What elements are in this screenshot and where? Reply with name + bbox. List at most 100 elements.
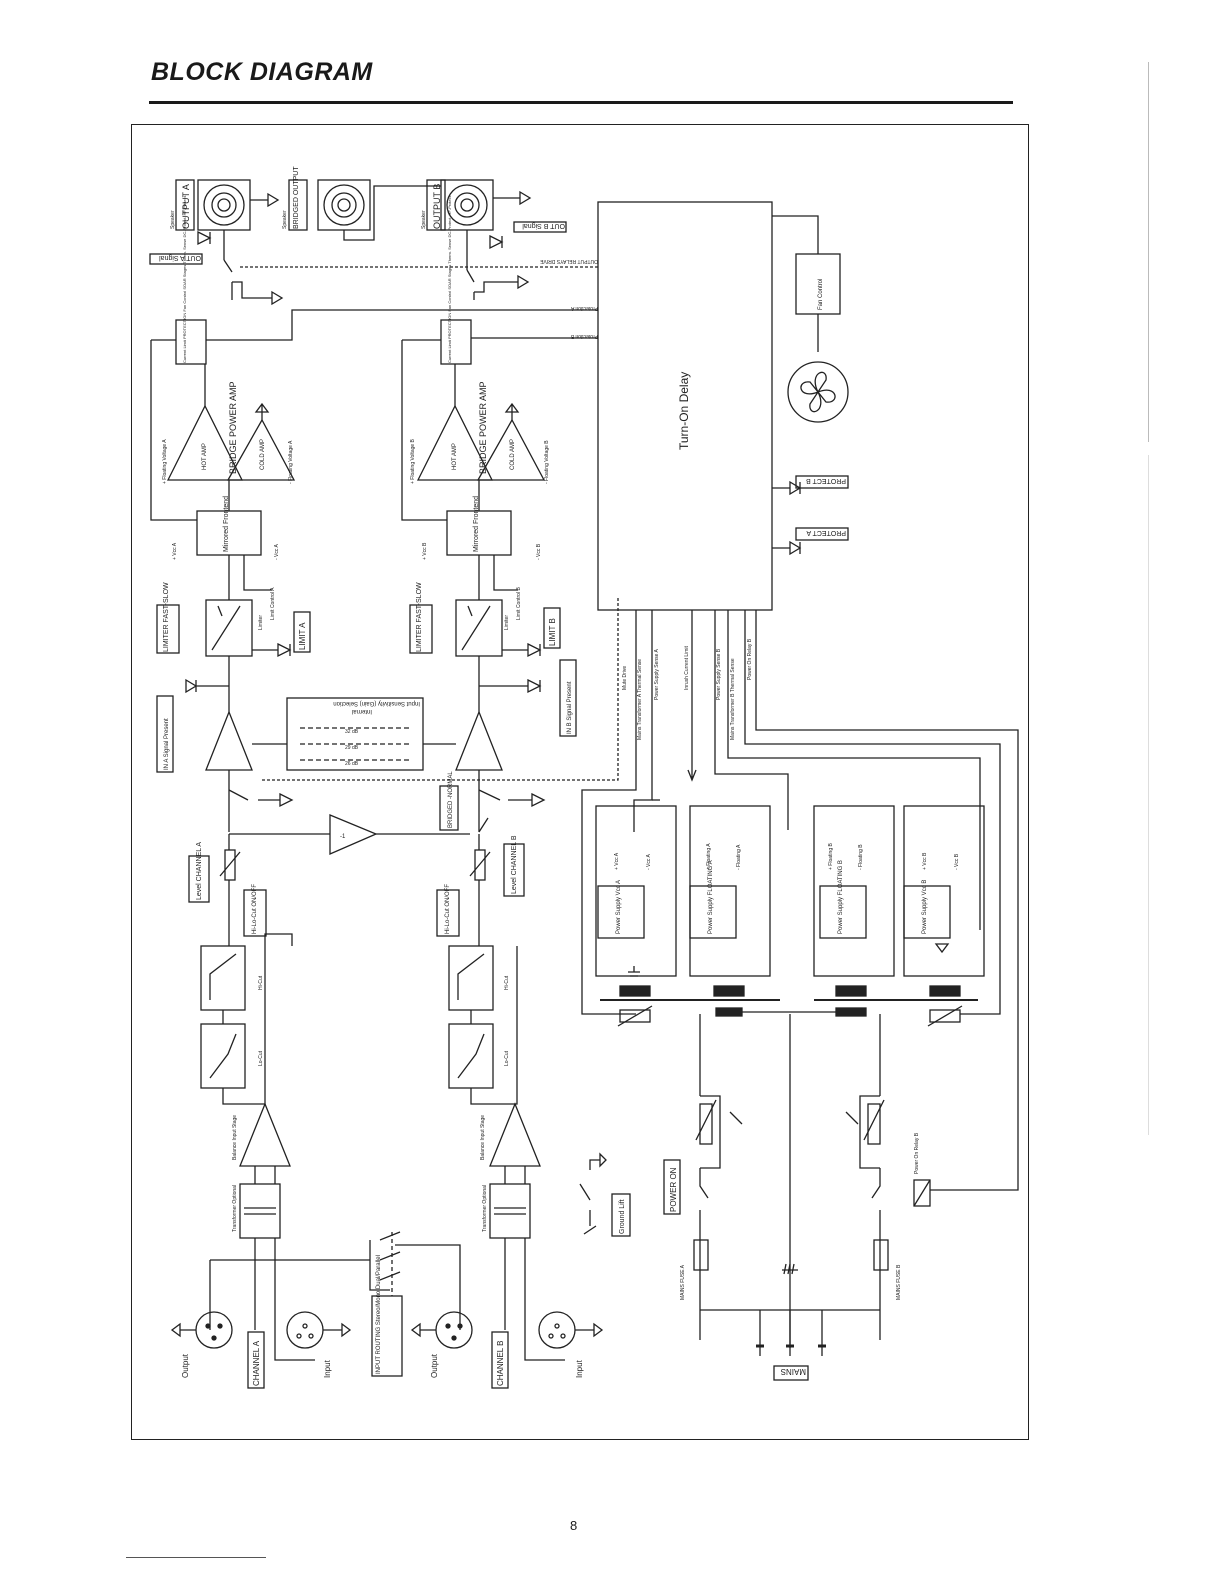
plus-vcc-b: + Vcc B — [922, 852, 928, 870]
vcc-minus-a-label: - Vcc A — [274, 543, 280, 560]
limiter-b-label: Limiter — [504, 615, 510, 630]
mains-section: POWER ON MAINS FUSE A MAINS FUSE B MAINS… — [579, 1011, 931, 1381]
hi-cut-curve-b — [457, 953, 485, 1000]
led-in-a-signal — [185, 678, 229, 694]
output-a-label-box — [175, 179, 195, 231]
xlr-input-a-pin3 — [308, 1333, 314, 1339]
output-a-label: OUTPUT A — [181, 184, 191, 229]
xlr-output-b-ground — [410, 1322, 436, 1338]
control-section: Turn-On Delay Fan Control PROTECT B PROT… — [581, 201, 1019, 1191]
thermistor-a — [619, 1009, 651, 1023]
vcc-plus-a-label: + Vcc A — [172, 542, 178, 560]
page-number: 8 — [570, 1518, 578, 1533]
input-sensitivity-label: Input Sensitivity (Gain) Selection — [333, 700, 420, 706]
sig-mains-transformer-b: Mains Transformer B Thermal Sense — [730, 658, 736, 740]
limiter-fast-slow-a: LIMITER FAST-SLOW — [163, 582, 170, 652]
limit-control-b-label: Limit Control B — [516, 587, 522, 620]
limiter-b-curve — [461, 605, 491, 651]
limit-a-label: LIMIT A — [298, 622, 307, 650]
core-ps-fb — [835, 985, 867, 997]
xlr-output-b-pin2 — [457, 1323, 463, 1329]
pot-a-wires — [219, 834, 241, 946]
internal-label: Internal — [352, 708, 372, 714]
sense-power-a — [633, 610, 653, 832]
transformer-a-core — [244, 1207, 276, 1215]
in-a-signal-box — [156, 695, 174, 773]
power-on-relay-coil — [913, 1179, 931, 1207]
hi-lo-cut-a-label: Hi-Lo-Cut ON/OFF — [252, 884, 258, 934]
cold-amp-b-label: COLD AMP — [510, 439, 516, 470]
ps-vcc-b-box — [903, 885, 951, 939]
xlr-output-a-ground — [170, 1322, 196, 1338]
led-protect-a — [772, 540, 802, 556]
xlr-output-a — [195, 1311, 233, 1349]
pot-b — [474, 849, 486, 881]
speakon-a-ring — [203, 184, 245, 226]
mirrored-frontend-a-label: Mirrored Frontend — [223, 496, 230, 552]
amp-b-wires — [454, 364, 520, 420]
plus-floating-a: + Floating A — [706, 843, 712, 870]
bridged-switch — [478, 817, 489, 833]
xlr-output-b-pin1 — [445, 1323, 451, 1329]
xlr-input-a-pin2 — [296, 1333, 302, 1339]
protection-a-label: Protection A — [570, 305, 598, 311]
output-a-xlr-label: Output — [181, 1353, 190, 1378]
ps-floating-b-label: Power Supply FLOATING B — [838, 860, 844, 934]
speakon-b-core — [460, 198, 474, 212]
core-primary-b — [835, 1007, 867, 1017]
ps-vcc-a-box — [597, 885, 645, 939]
ground-ps-a — [628, 966, 640, 977]
limiter-b-wires — [478, 555, 518, 600]
bridge-power-amp-b-label: BRIDGE POWER AMP — [478, 381, 488, 474]
out-b-signal-label: OUT B Signal — [522, 222, 565, 229]
turn-on-delay-label: Turn-On Delay — [677, 372, 691, 450]
hi-cut-b-label: Hi-Cut — [504, 975, 510, 990]
mirrored-frontend-b-label: Mirrored Frontend — [473, 496, 480, 552]
limiter-a-wires — [228, 555, 272, 600]
in-b-signal-label: IN B Signal Present — [567, 681, 573, 734]
limiter-a-label: Limiter — [258, 615, 264, 630]
transformer-a-label: Transformer Optional — [232, 1185, 238, 1232]
cold-amp-a-label: COLD AMP — [260, 439, 266, 470]
balance-input-a-label: Balance Input Stage — [232, 1115, 238, 1160]
sig-power-on-relay-b: Power On Relay B — [747, 638, 753, 680]
xlr-input-b — [538, 1311, 576, 1349]
gain-2-label: 29 dB — [345, 745, 359, 751]
speakon-b-inner — [454, 192, 480, 218]
speakon-bridged-core — [337, 198, 351, 212]
transformer-b-label: Transformer Optional — [482, 1185, 488, 1232]
limiter-fast-slow-a-box — [156, 604, 180, 654]
input-stage: Balance Input Stage Balance Input Stage … — [170, 1102, 604, 1389]
speakon-a-core — [217, 198, 231, 212]
channel-b-amp: Current Limit PROTECTION Fan Control SOA… — [401, 195, 598, 737]
gain-amp-a — [205, 710, 253, 771]
xlr-output-a-pin3 — [211, 1335, 217, 1341]
ps-floating-b-box — [819, 885, 867, 939]
balance-input-b-label: Balance Input Stage — [480, 1115, 486, 1160]
xlr-input-a — [286, 1311, 324, 1349]
speakon-a-inner — [211, 192, 237, 218]
speaker-a-label: Speaker — [170, 210, 176, 229]
power-on-relay-b-label: Power On Relay B — [914, 1132, 920, 1174]
power-on-relay-b-line — [744, 610, 1001, 1015]
led-limit-b — [502, 642, 542, 658]
in-a-signal-label: IN A Signal Present — [164, 718, 170, 770]
protect-a-box — [795, 527, 849, 541]
limit-control-a-label: Limit Control A — [270, 587, 276, 620]
bridged-output-label: BRIDGED OUTPUT — [293, 166, 300, 229]
routing-wires — [210, 1240, 461, 1330]
input-b-xlr-label: Input — [575, 1359, 584, 1378]
xlr-output-a-pin1 — [205, 1323, 211, 1329]
relay-a — [223, 259, 284, 306]
gain-section: Input Sensitivity (Gain) Selection Inter… — [205, 596, 619, 855]
power-on-label: POWER ON — [669, 1167, 678, 1212]
xlr-output-b — [435, 1311, 473, 1349]
bridged-normal-label: BRIDGED -NORMAL — [448, 771, 454, 828]
ps-area-floating-b — [813, 805, 895, 977]
fan-control-label: Fan Control — [818, 279, 824, 310]
sense-mains-b — [727, 610, 981, 930]
power-supplies: Power Supply Vcc A Power Supply FLOATING… — [595, 805, 985, 1027]
ground-lift-box — [611, 1193, 631, 1237]
gain-down-wires — [228, 770, 480, 832]
channel-a-box — [247, 1331, 265, 1389]
